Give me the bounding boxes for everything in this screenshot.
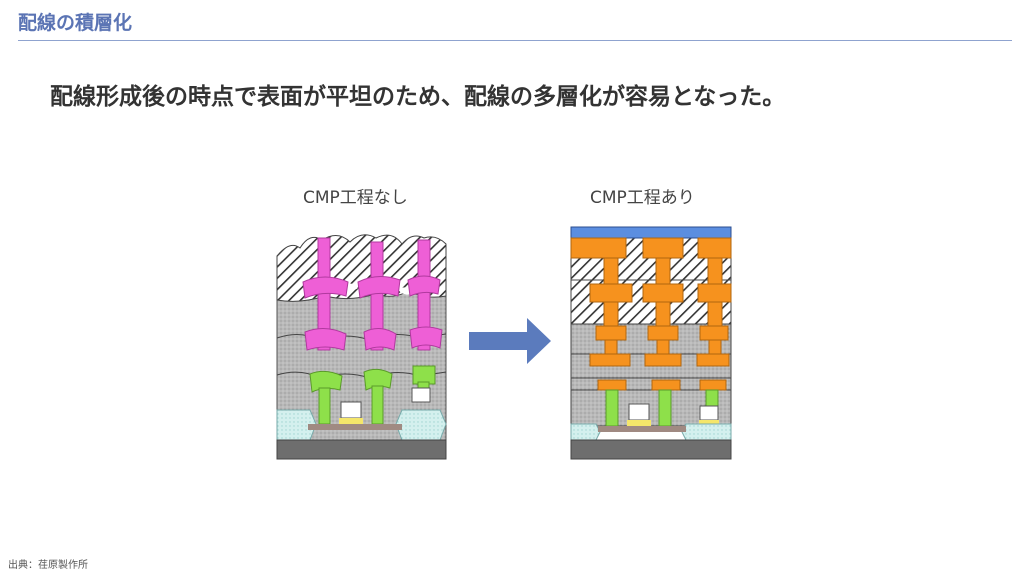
copper-via — [603, 257, 619, 285]
copper-line — [697, 237, 732, 259]
green-pad — [309, 370, 343, 393]
copper-wiring — [570, 237, 732, 391]
copper-line — [651, 379, 681, 391]
green-via — [605, 389, 619, 427]
pink-via — [417, 239, 431, 351]
pink-wiring — [302, 237, 443, 351]
copper-line — [697, 283, 732, 303]
white-gate — [340, 401, 362, 419]
copper-line — [642, 237, 684, 259]
copper-line — [644, 353, 682, 367]
copper-line — [589, 283, 633, 303]
copper-via — [655, 301, 671, 329]
copper-line — [570, 237, 627, 259]
copper-line — [597, 379, 627, 391]
isolation-region — [570, 423, 601, 441]
copper-line — [642, 283, 684, 303]
copper-via — [655, 257, 671, 285]
pink-pad — [363, 328, 397, 351]
green-pad — [412, 365, 436, 385]
interlayer-line — [276, 371, 447, 379]
copper-line — [699, 325, 729, 341]
pink-pad — [304, 328, 347, 351]
white-gate — [699, 405, 719, 421]
diagram-with-cmp — [570, 226, 732, 460]
slide-title: 配線の積層化 — [18, 12, 133, 34]
copper-line — [647, 325, 679, 341]
source-citation: 出典：荏原製作所 — [8, 560, 88, 571]
yellow-gate-oxide — [339, 418, 363, 424]
top-blue-layer — [570, 226, 732, 239]
white-gate — [411, 387, 431, 403]
substrate — [276, 439, 447, 460]
copper-line — [589, 353, 631, 367]
panel-label-without-cmp: CMP工程なし — [303, 188, 408, 208]
headline: 配線形成後の時点で表面が平坦のため、配線の多層化が容易となった。 — [50, 84, 786, 110]
brown-diffusion — [598, 426, 686, 432]
green-via — [658, 389, 672, 427]
copper-line — [595, 325, 627, 341]
green-via — [318, 387, 331, 425]
pink-pad — [357, 276, 401, 299]
yellow-gate-oxide — [699, 420, 719, 425]
pink-via — [370, 241, 384, 351]
isolation-region — [276, 409, 317, 441]
isolation-region — [681, 423, 732, 441]
copper-via — [603, 301, 619, 329]
interlayer-line — [276, 333, 447, 341]
pink-pad — [409, 326, 443, 349]
isolation-region — [395, 409, 447, 441]
copper-via — [707, 257, 723, 285]
pink-pad — [407, 275, 441, 297]
copper-line — [699, 379, 727, 391]
diagram-without-cmp — [276, 234, 447, 460]
right-arrow-icon — [469, 318, 551, 364]
green-pad — [363, 368, 393, 391]
panel-label-with-cmp: CMP工程あり — [590, 188, 695, 208]
pink-pad — [302, 276, 349, 299]
yellow-gate-oxide — [627, 420, 651, 426]
title-divider — [18, 40, 1012, 41]
substrate — [570, 439, 732, 460]
copper-via — [707, 301, 723, 329]
green-via — [705, 389, 719, 409]
brown-diffusion — [308, 424, 402, 430]
white-gate — [628, 403, 650, 421]
copper-line — [696, 353, 730, 367]
green-via — [371, 385, 384, 425]
